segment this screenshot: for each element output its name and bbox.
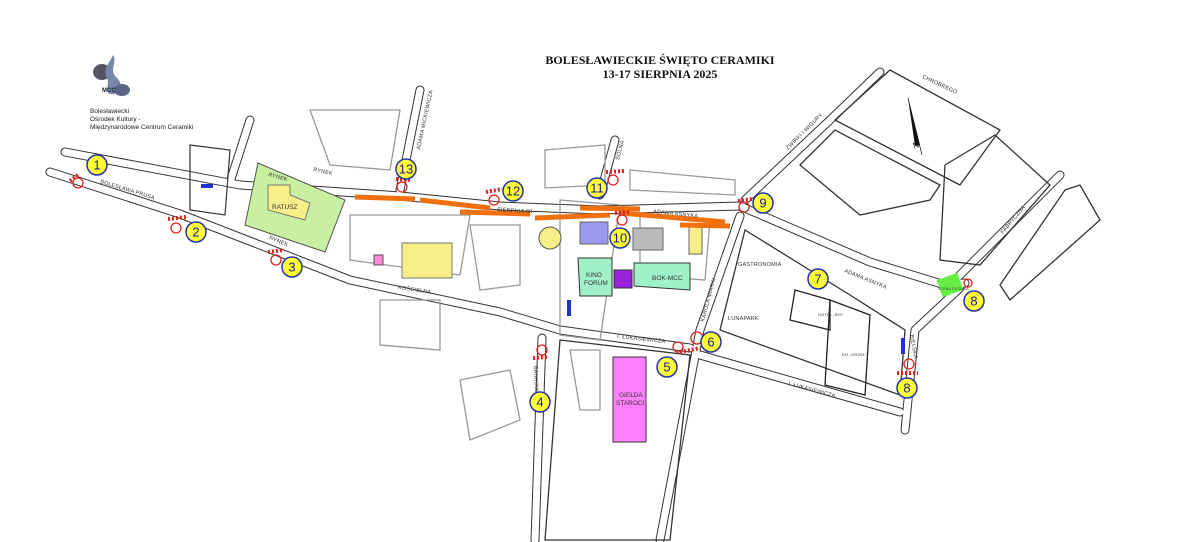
closure-8b [897, 358, 918, 375]
round-stage [538, 226, 562, 250]
numbered-markers: 1 2 3 4 5 6 7 8 8 9 10 11 12 13 [86, 154, 985, 413]
marker-9[interactable]: 9 [752, 192, 774, 214]
bok-mcc-building [633, 262, 691, 291]
label-scena: SCENA GŁÓWNA [938, 286, 969, 291]
marker-13[interactable]: 13 [395, 158, 417, 180]
compass-label: N [912, 140, 920, 150]
parking-blue-2 [567, 300, 571, 316]
street-asnyka-1: ADAMA ASNYKA [653, 209, 699, 220]
church-building [401, 242, 453, 279]
street-bankowa: BANKOWA [532, 366, 539, 396]
street-sierpnia: SIERPNIA 80 [497, 207, 533, 215]
label-bok: BOK-MCC [652, 275, 683, 282]
svg-text:13: 13 [399, 162, 413, 177]
marker-10[interactable]: 10 [609, 227, 631, 249]
marker-8-bielska[interactable]: 8 [896, 377, 918, 399]
parking-blue-3 [901, 338, 905, 354]
svg-text:12: 12 [506, 184, 520, 199]
label-hotel: HOTEL „BIS” [818, 312, 844, 317]
marker-4[interactable]: 4 [529, 391, 551, 413]
stall-rows [354, 194, 731, 229]
marker-11[interactable]: 11 [586, 177, 608, 199]
marker-2[interactable]: 2 [185, 221, 207, 243]
map-title: BOLESŁAWIECKIE ŚWIĘTO CERAMIKI 13-17 SIE… [480, 53, 840, 81]
parking-blue-1 [201, 184, 213, 188]
blue-building [579, 221, 609, 245]
marker-8-scena[interactable]: 8 [963, 290, 985, 312]
areas [201, 162, 964, 443]
marker-3[interactable]: 3 [281, 256, 303, 278]
marker-6[interactable]: 6 [700, 331, 722, 353]
gielda-area [612, 356, 647, 443]
svg-text:4: 4 [536, 395, 543, 410]
label-gielda-1: GIEŁDA [619, 392, 644, 399]
road-closures [68, 169, 973, 375]
svg-text:3: 3 [288, 260, 295, 275]
logo-text: Bolesławiecki Ośrodek Kultury - Międzyna… [90, 108, 193, 132]
svg-text:9: 9 [759, 196, 766, 211]
street-rynek-3: RYNEK [313, 167, 334, 177]
kino-forum-building [577, 257, 613, 297]
marker-5[interactable]: 5 [656, 356, 678, 378]
street-fabryczna: FABRYCZNA [1000, 205, 1027, 236]
closure-12 [485, 187, 503, 206]
scena-glowna [936, 272, 964, 298]
mcc-logo: MCC [93, 55, 130, 96]
street-rynek-1: RYNEK [267, 172, 288, 183]
closure-3 [267, 248, 285, 266]
label-lunapark: LUNAPARK [728, 316, 759, 322]
ratusz-building [267, 184, 311, 221]
closure-2 [167, 215, 187, 234]
label-gastronomia: GASTRONOMIA [738, 262, 782, 268]
street-asnyka-2: ADAMA ASNYKA [843, 268, 887, 291]
label-dh: DH „ORZEŁ” [842, 352, 867, 357]
street-solna: SOLNA [615, 140, 626, 161]
closure-11 [605, 169, 625, 186]
title-line-2: 13-17 SIERPNIA 2025 [602, 67, 718, 81]
svg-text:11: 11 [590, 181, 604, 196]
compass-north-arrow: N [907, 97, 923, 156]
svg-text:8: 8 [970, 294, 977, 309]
yellow-pavilion [688, 225, 703, 255]
closure-8a [963, 278, 973, 288]
grey-building [632, 227, 664, 251]
svg-text:1: 1 [93, 158, 100, 173]
label-kino-1: KINO [586, 272, 602, 279]
closure-10 [614, 210, 631, 226]
label-gielda-2: STAROCI [616, 400, 645, 407]
roads [45, 67, 1065, 542]
closure-4 [532, 344, 548, 360]
logo-badge: MCC [102, 88, 116, 94]
closure-1 [68, 173, 84, 189]
title-line-1: BOLESŁAWIECKIE ŚWIĘTO CERAMIKI [545, 53, 775, 67]
street-chrobrego: CHROBREGO [921, 74, 958, 96]
svg-text:5: 5 [663, 360, 670, 375]
closure-9 [737, 197, 753, 213]
svg-text:8: 8 [903, 381, 910, 396]
purple-building [613, 269, 633, 289]
svg-text:10: 10 [613, 231, 627, 246]
street-lukasiewicza-1: I. ŁUKASIEWICZA [617, 334, 666, 345]
svg-text:7: 7 [814, 272, 821, 287]
svg-text:2: 2 [192, 225, 199, 240]
logo-line-2: Ośrodek Kultury - [90, 116, 141, 123]
label-kino-2: FORUM [584, 280, 608, 287]
label-ratusz: RATUSZ [272, 204, 298, 211]
closure-5 [672, 341, 684, 353]
small-pink-building [373, 254, 384, 266]
street-bielska: BIELSKA [908, 334, 918, 359]
marker-12[interactable]: 12 [502, 180, 524, 202]
marker-7[interactable]: 7 [807, 268, 829, 290]
logo-line-1: Bolesławiecki [90, 108, 130, 115]
logo-line-3: Międzynarodowe Centrum Ceramiki [90, 124, 194, 131]
svg-text:6: 6 [707, 335, 714, 350]
marker-1[interactable]: 1 [86, 154, 108, 176]
city-blocks [189, 69, 1101, 541]
place-labels: RATUSZ KINO FORUM BOK-MCC GIEŁDA STAROCI… [272, 204, 969, 407]
